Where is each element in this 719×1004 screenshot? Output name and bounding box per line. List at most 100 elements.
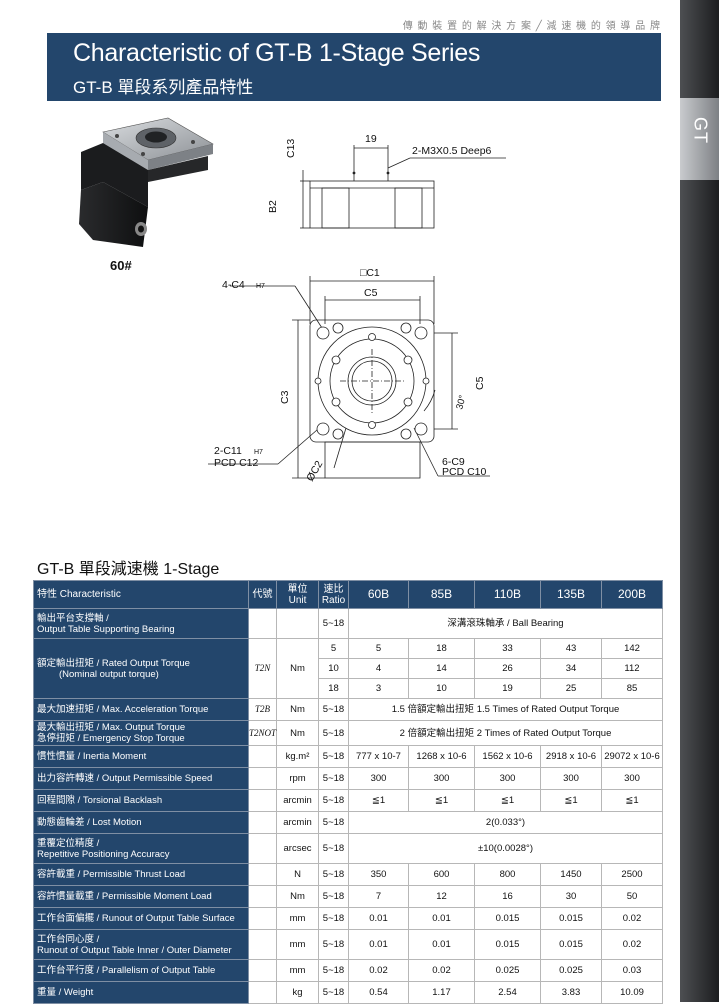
table-row: 額定輸出扭矩 / Rated Output Torque(Nominal out… — [33, 638, 663, 699]
cell-value: 19 — [474, 678, 541, 699]
cell-code — [248, 833, 277, 864]
cell-code — [248, 811, 277, 834]
cell-value: 50 — [601, 885, 663, 908]
cell-value: 0.02 — [601, 907, 663, 930]
row-label: 動態齒輪差 / Lost Motion — [33, 811, 249, 834]
cell-value: 33 — [474, 638, 541, 659]
cell-value: 600 — [408, 863, 475, 886]
cell-value: 2 倍額定輸出扭矩 2 Times of Rated Output Torque — [348, 720, 663, 746]
row-label-line: 急停扭矩 / Emergency Stop Torque — [37, 733, 185, 744]
cell-unit: arcmin — [276, 789, 319, 812]
cell-unit: arcmin — [276, 811, 319, 834]
cell-value: 300 — [474, 767, 541, 790]
cell-value: 29072 x 10-6 — [601, 745, 663, 768]
cell-code — [248, 907, 277, 930]
table-row: 慣性慣量 / Inertia Moment kg.m² 5~18 777 x 1… — [33, 745, 663, 768]
product-model-label: 60# — [110, 258, 132, 273]
cell-ratio: 5~18 — [318, 959, 349, 982]
row-label: 最大加速扭矩 / Max. Acceleration Torque — [33, 698, 249, 721]
header-unit-zh: 單位 — [287, 583, 308, 595]
cell-unit: kg — [276, 981, 319, 1004]
cell-value: 300 — [408, 767, 475, 790]
table-row: 工作台同心度 /Runout of Output Table Inner / O… — [33, 929, 663, 960]
cell-code — [248, 929, 277, 960]
cell-value: 5 — [348, 638, 409, 659]
dim-pcd-c10: PCD C10 — [442, 466, 487, 478]
cell-value: ≦1 — [408, 789, 475, 812]
dim-c11-tol: H7 — [254, 449, 263, 456]
table-row: 最大加速扭矩 / Max. Acceleration Torque T2B Nm… — [33, 698, 663, 721]
table-row: 重覆定位精度 /Repetitive Positioning Accuracy … — [33, 833, 663, 864]
row-label: 工作台平行度 / Parallelism of Output Table — [33, 959, 249, 982]
cell-code — [248, 789, 277, 812]
cell-ratio: 5~18 — [318, 745, 349, 768]
cell-value: 1.5 倍額定輸出扭矩 1.5 Times of Rated Output To… — [348, 698, 663, 721]
cell-code — [248, 863, 277, 886]
row-label-line: Repetitive Positioning Accuracy — [37, 848, 170, 860]
header-code: 代號 — [248, 580, 277, 609]
cell-value: ≦1 — [474, 789, 541, 812]
cell-code — [248, 885, 277, 908]
tagline: 傳 動 裝 置 的 解 決 方 案 ╱ 減 速 機 的 領 導 品 牌 — [402, 21, 661, 32]
section-tab-gt[interactable]: GT — [680, 98, 719, 180]
cell-ratio: 5~18 — [318, 608, 349, 639]
cell-unit: mm — [276, 959, 319, 982]
header-model: 60B — [348, 580, 409, 609]
cell-value: 300 — [540, 767, 602, 790]
cell-value: 34 — [540, 658, 602, 679]
cell-value: 85 — [601, 678, 663, 699]
cell-value: 350 — [348, 863, 409, 886]
cell-value: 10.09 — [601, 981, 663, 1004]
header-ratio-en: Ratio — [321, 594, 346, 606]
table-row: 18 3 10 19 25 85 — [34, 678, 663, 699]
row-label-line: Runout of Output Table Inner / Outer Dia… — [37, 944, 232, 956]
dim-c5-top: C5 — [364, 287, 378, 299]
cell-value: 16 — [474, 885, 541, 908]
section-tab-label: GT — [690, 117, 711, 144]
cell-value: 0.015 — [474, 929, 541, 960]
cell-ratio: 10 — [318, 658, 349, 679]
row-label: 出力容許轉速 / Output Permissible Speed — [33, 767, 249, 790]
row-label: 重覆定位精度 /Repetitive Positioning Accuracy — [33, 833, 249, 864]
cell-ratio: 5~18 — [318, 929, 349, 960]
table-row: 動態齒輪差 / Lost Motion arcmin 5~18 2(0.033°… — [33, 811, 663, 834]
title-banner: Characteristic of GT-B 1-Stage Series GT… — [47, 33, 661, 101]
dim-c1: □C1 — [360, 267, 380, 279]
dim-c4: 4-C4 — [222, 279, 245, 291]
cell-value: 2918 x 10-6 — [540, 745, 602, 768]
cell-unit: Nm — [276, 638, 319, 699]
row-label-line: Output Table Supporting Bearing — [37, 623, 175, 635]
cell-unit: N — [276, 863, 319, 886]
dim-thread: 2-M3X0.5 Deep6 — [412, 145, 492, 157]
product-photo — [79, 117, 214, 247]
side-view-outline — [309, 180, 435, 229]
row-label: 工作台面偏擺 / Runout of Output Table Surface — [33, 907, 249, 930]
cell-value: 0.01 — [408, 907, 475, 930]
cell-ratio: 5~18 — [318, 833, 349, 864]
row-label-line: 重覆定位精度 / — [37, 837, 100, 849]
table-row: 10 4 14 26 34 112 — [34, 658, 663, 679]
cell-value: 7 — [348, 885, 409, 908]
cell-ratio: 5~18 — [318, 981, 349, 1004]
cell-value: 0.03 — [601, 959, 663, 982]
cell-value: 12 — [408, 885, 475, 908]
cell-unit: Nm — [276, 720, 319, 746]
cell-value: 0.02 — [348, 959, 409, 982]
cell-code — [248, 608, 277, 639]
cell-value: 3 — [348, 678, 409, 699]
cell-value: 0.02 — [601, 929, 663, 960]
cell-value: 43 — [540, 638, 602, 659]
cell-ratio: 5~18 — [318, 720, 349, 746]
cell-value: 26 — [474, 658, 541, 679]
dim-c2: ØC2 — [304, 459, 325, 484]
cell-value: ±10(0.0028°) — [348, 833, 663, 864]
cell-unit: mm — [276, 907, 319, 930]
cell-ratio: 5~18 — [318, 698, 349, 721]
dim-c3: C3 — [279, 390, 291, 404]
cell-value: 777 x 10-7 — [348, 745, 409, 768]
cell-value: 2(0.033°) — [348, 811, 663, 834]
